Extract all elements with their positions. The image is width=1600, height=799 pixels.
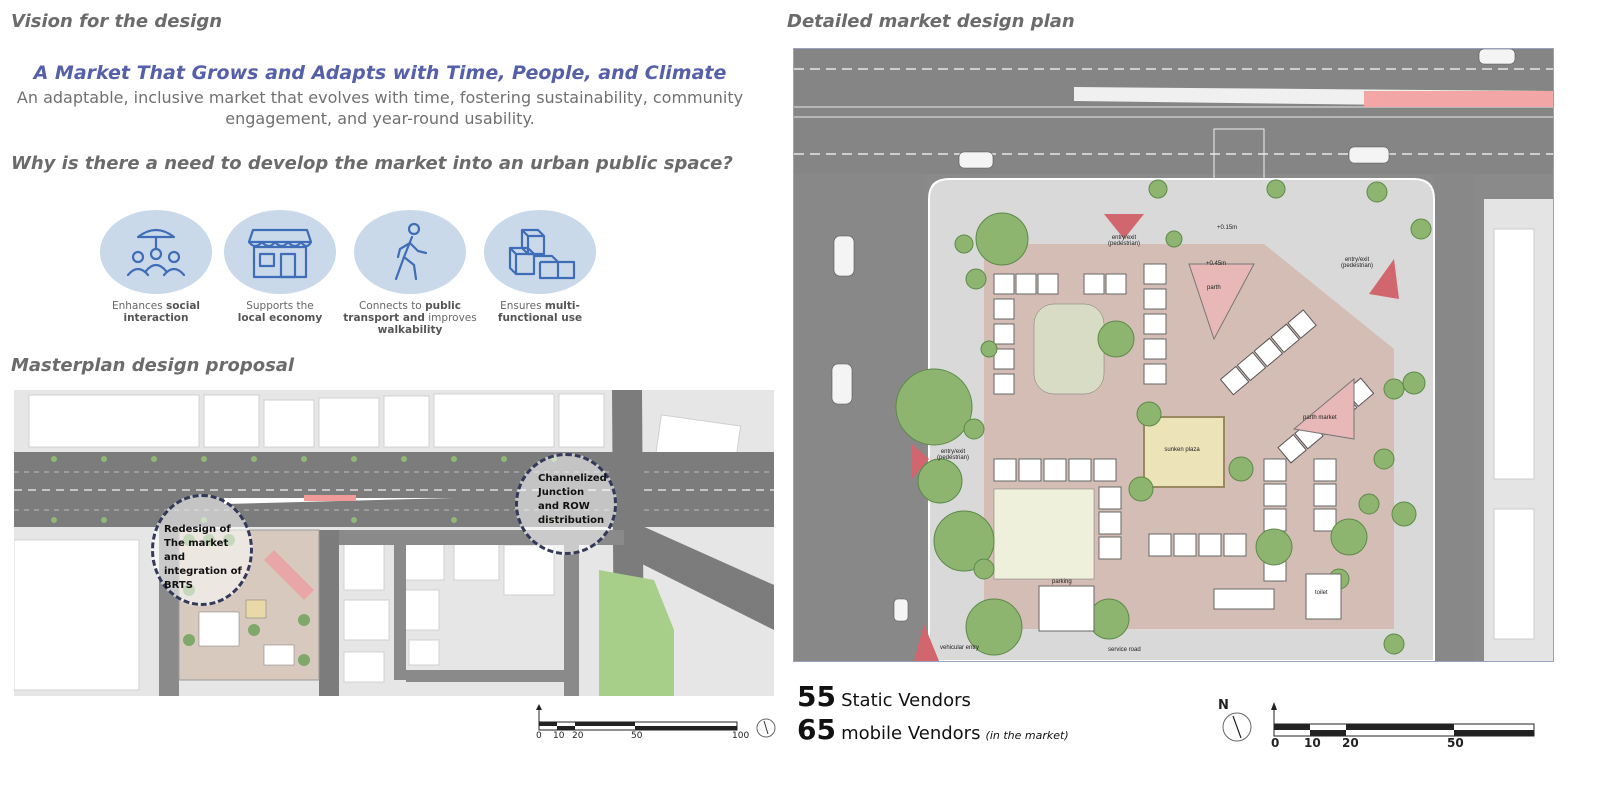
masterplan-map: Redesign of The market and integration o… [14,390,774,696]
label-service-road: service road [1108,647,1141,653]
masterplan-scale-0: 0 [536,731,542,741]
masterplan-heading: Masterplan design proposal [11,355,295,376]
mobile-vendor-note: (in the market) [985,729,1069,742]
benefit-economy: Supports the local economy [218,210,342,324]
why-heading: Why is there a need to develop the marke… [11,153,733,174]
vision-heading: Vision for the design [11,11,223,32]
walking-person-icon [354,210,466,294]
callout-market-brts: Redesign of The market and integration o… [151,494,253,606]
north-arrow-icon: N [1216,698,1256,746]
plan-scale-50: 50 [1447,736,1464,750]
benefit-social: Enhances social interaction [94,210,218,324]
market-plan-map: entry/exit (pedestrian) +0.15m entry/exi… [793,48,1554,662]
people-umbrella-icon [100,210,212,294]
label-parking: parking [1052,579,1072,585]
plan-scale-0: 0 [1271,736,1280,750]
label-parth: parth [1207,285,1221,291]
label-level-045: +0.45m [1206,261,1227,267]
static-vendor-label: Static Vendors [841,690,971,711]
mobile-vendor-label: mobile Vendors [841,723,981,744]
mobile-vendors: 65 mobile Vendors (in the market) [797,713,1069,746]
label-entry-ped-right: entry/exit (pedestrian) [1340,257,1373,269]
blocks-icon [484,210,596,294]
benefit-transport-label: Connects to public transport and improve… [343,300,477,336]
plan-scale-10: 10 [1304,736,1321,750]
tagline: A Market That Grows and Adapts with Time… [33,62,727,84]
callout-market-brts-text: Redesign of The market and integration o… [164,524,242,591]
label-toilet: toilet [1315,590,1328,596]
label-entry-ped-top: entry/exit (pedestrian) [1107,235,1140,247]
vision-subtext: An adaptable, inclusive market that evol… [16,88,744,128]
mobile-vendor-count: 65 [797,713,836,746]
label-level-015: +0.15m [1217,225,1238,231]
label-entry-ped-left: entry/exit (pedestrian) [936,449,969,461]
static-vendor-count: 55 [797,680,836,713]
callout-junction-text: Channelized Junction and ROW distributio… [538,473,607,526]
benefit-multifunctional: Ensures multi-functional use [478,210,602,324]
label-sunken-plaza: sunken plaza [1164,447,1200,453]
masterplan-scale-50: 50 [631,731,643,741]
callout-junction: Channelized Junction and ROW distributio… [515,453,617,555]
storefront-icon [224,210,336,294]
benefit-multifunctional-label: Ensures multi-functional use [497,300,583,324]
masterplan-scale-10: 10 [553,731,565,741]
benefit-transport: Connects to public transport and improve… [342,210,478,336]
static-vendors: 55 Static Vendors [797,680,971,713]
plan-scale-bar: 0 10 20 50 [1268,702,1538,750]
label-parth-market: parth market [1303,415,1337,421]
plan-scale-20: 20 [1342,736,1359,750]
label-vehicular-entry: vehicular entry [940,645,980,651]
plan-heading: Detailed market design plan [787,11,1075,32]
benefit-economy-label: Supports the local economy [237,300,323,324]
north-label: N [1218,698,1229,713]
masterplan-scale-bar: 0 10 20 50 100 [536,704,786,746]
masterplan-scale-100: 100 [732,731,750,741]
benefit-social-label: Enhances social interaction [111,300,201,324]
masterplan-scale-20: 20 [572,731,584,741]
